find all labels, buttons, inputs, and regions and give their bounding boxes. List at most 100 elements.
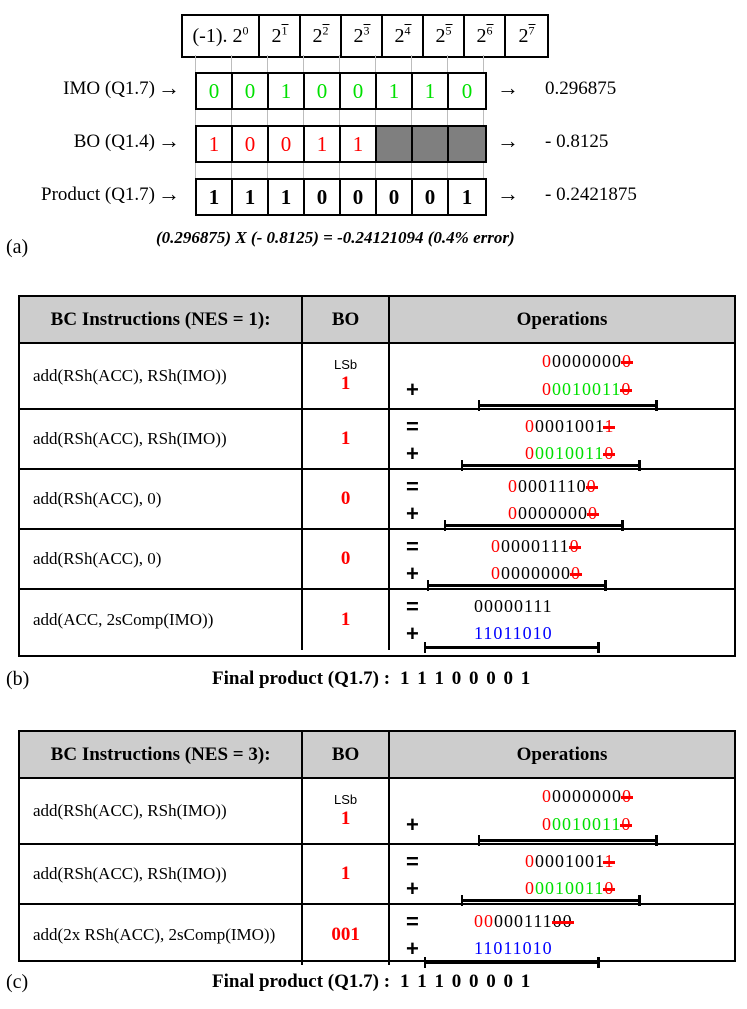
bit-weight-exponent: 1 xyxy=(281,22,288,37)
bit-weight-exponent: 4 xyxy=(404,22,411,37)
final-product-label: Final product (Q1.7) : xyxy=(212,668,391,689)
operand-bit-segment-1: 0010011 xyxy=(551,379,622,399)
exponent-minus-bar xyxy=(363,23,370,26)
operand-bit-segment-0: 11011010 xyxy=(473,623,553,643)
bo-cell: 001 xyxy=(303,905,390,965)
bit-cell-2-2: 1 xyxy=(269,180,305,214)
operation-sign: = xyxy=(405,534,419,559)
operand-bit-segment-2: 0 xyxy=(621,379,632,399)
bo-cell: 1 xyxy=(303,845,390,903)
table-header-cell-1: BO xyxy=(303,732,390,777)
bit-weight-base: 2 xyxy=(476,24,487,47)
bit-cell-2-6: 0 xyxy=(413,180,449,214)
instruction-cell: add(ACC, 2sComp(IMO)) xyxy=(20,590,304,650)
bit-weight-base: 2 xyxy=(312,24,323,47)
bo-value: 0 xyxy=(340,548,351,569)
table-row: add(RSh(ACC), 0)0=000011100+000000000 xyxy=(20,470,734,531)
bo-value: 1 xyxy=(340,373,351,394)
bit-cell-1-0: 1 xyxy=(197,127,233,161)
operand-bit-segment-1: 0000000 xyxy=(517,503,588,523)
row-arrow-in-0: → xyxy=(158,75,180,100)
bo-cell: 1 xyxy=(303,590,390,650)
bit-cell-0-3: 0 xyxy=(305,74,341,108)
bit-weight-exponent: 7 xyxy=(528,22,535,37)
instruction-label: add(RSh(ACC), RSh(IMO)) xyxy=(33,366,227,385)
operand-bit-segment-2: 0 xyxy=(604,878,615,898)
row-arrow-in-1: → xyxy=(158,128,180,153)
bit-weight-exponent: 2 xyxy=(322,22,329,37)
operations-cell: 000000000+000100110 xyxy=(390,779,734,846)
table-header-label-0: BC Instructions (NES = 1): xyxy=(50,308,271,330)
final-product-b: Final product (Q1.7) :1 1 1 0 0 0 0 1 xyxy=(212,668,532,690)
row-label-2: Product (Q1.7) xyxy=(41,184,155,205)
table-header-label-0: BC Instructions (NES = 3): xyxy=(50,743,271,765)
row-decimal-value-0: 0.296875 xyxy=(545,78,617,99)
bo-value: 1 xyxy=(340,808,351,829)
bit-cell-1-2: 0 xyxy=(269,127,305,161)
sum-underline-bracket xyxy=(460,460,641,471)
sum-underline-bracket xyxy=(477,400,658,411)
bo-cell: 0 xyxy=(303,530,390,588)
sum-underline-bracket xyxy=(443,520,624,531)
operand-bit-segment-2: 0 xyxy=(586,476,597,496)
bit-cell-1-1: 0 xyxy=(233,127,269,161)
operand-bit-segment-2: 0 xyxy=(621,786,632,806)
operand-bit-segment-2: 0 xyxy=(569,536,580,556)
operand-bit-segment-0: 00 xyxy=(473,911,494,931)
operand-bits: 000000000 xyxy=(491,564,581,582)
instruction-cell: add(RSh(ACC), 0) xyxy=(20,470,304,528)
operand-bit-segment-0: 0 xyxy=(524,416,535,436)
bit-cell-0-5: 1 xyxy=(377,74,413,108)
exponent-minus-bar xyxy=(486,23,493,26)
instruction-label: add(RSh(ACC), RSh(IMO)) xyxy=(33,864,227,883)
bo-value: 1 xyxy=(340,863,351,884)
operand-bit-segment-2: 1 xyxy=(604,416,615,436)
sum-underline-bracket xyxy=(423,642,600,653)
row-arrow-out-0: → xyxy=(497,75,519,100)
table-row: add(RSh(ACC), 0)0=000001110+000000000 xyxy=(20,530,734,591)
instruction-label: add(RSh(ACC), RSh(IMO)) xyxy=(33,429,227,448)
bit-weight-base: 2 xyxy=(271,24,282,47)
operand-bits: 000001110 xyxy=(491,537,580,555)
operand-bit-segment-0: 0 xyxy=(507,476,518,496)
bit-cell-1-4: 1 xyxy=(341,127,377,161)
table-row: add(RSh(ACC), RSh(IMO))1=000010011+00010… xyxy=(20,410,734,471)
table-header-label-1: BO xyxy=(331,743,360,765)
operand-bit-segment-0: 00000111 xyxy=(473,596,553,616)
bit-weight-base: 2 xyxy=(435,24,446,47)
operations-cell: 000000000+000100110 xyxy=(390,344,734,411)
row-arrow-out-2: → xyxy=(497,181,519,206)
sum-underline-bracket xyxy=(460,895,641,906)
final-product-c: Final product (Q1.7) :1 1 1 0 0 0 0 1 xyxy=(212,971,532,993)
table-row: add(RSh(ACC), RSh(IMO))1=000010011+00010… xyxy=(20,845,734,906)
bit-cell-0-6: 1 xyxy=(413,74,449,108)
sum-underline-bracket xyxy=(426,580,607,591)
operation-sign: + xyxy=(405,876,419,901)
final-product-bits: 1 1 1 0 0 0 0 1 xyxy=(400,971,532,992)
operation-sign: = xyxy=(405,909,419,934)
instruction-cell: add(RSh(ACC), RSh(IMO)) xyxy=(20,845,304,903)
table-header-cell-2: Operations xyxy=(390,297,734,342)
table-header-label-1: BO xyxy=(331,308,360,330)
operand-bit-segment-0: 0 xyxy=(490,536,501,556)
bo-cell: 0 xyxy=(303,470,390,528)
operand-bits: 00000111 xyxy=(474,597,553,615)
panel-tag-a: (a) xyxy=(6,236,29,258)
operand-bit-segment-2: 1 xyxy=(604,851,615,871)
exponent-minus-bar xyxy=(404,23,411,26)
operand-bit-segment-0: 0 xyxy=(541,814,552,834)
exponent-minus-bar xyxy=(322,23,329,26)
operations-cell: =000011100+000000000 xyxy=(390,470,734,531)
operand-bit-segment-0: 0 xyxy=(524,443,535,463)
